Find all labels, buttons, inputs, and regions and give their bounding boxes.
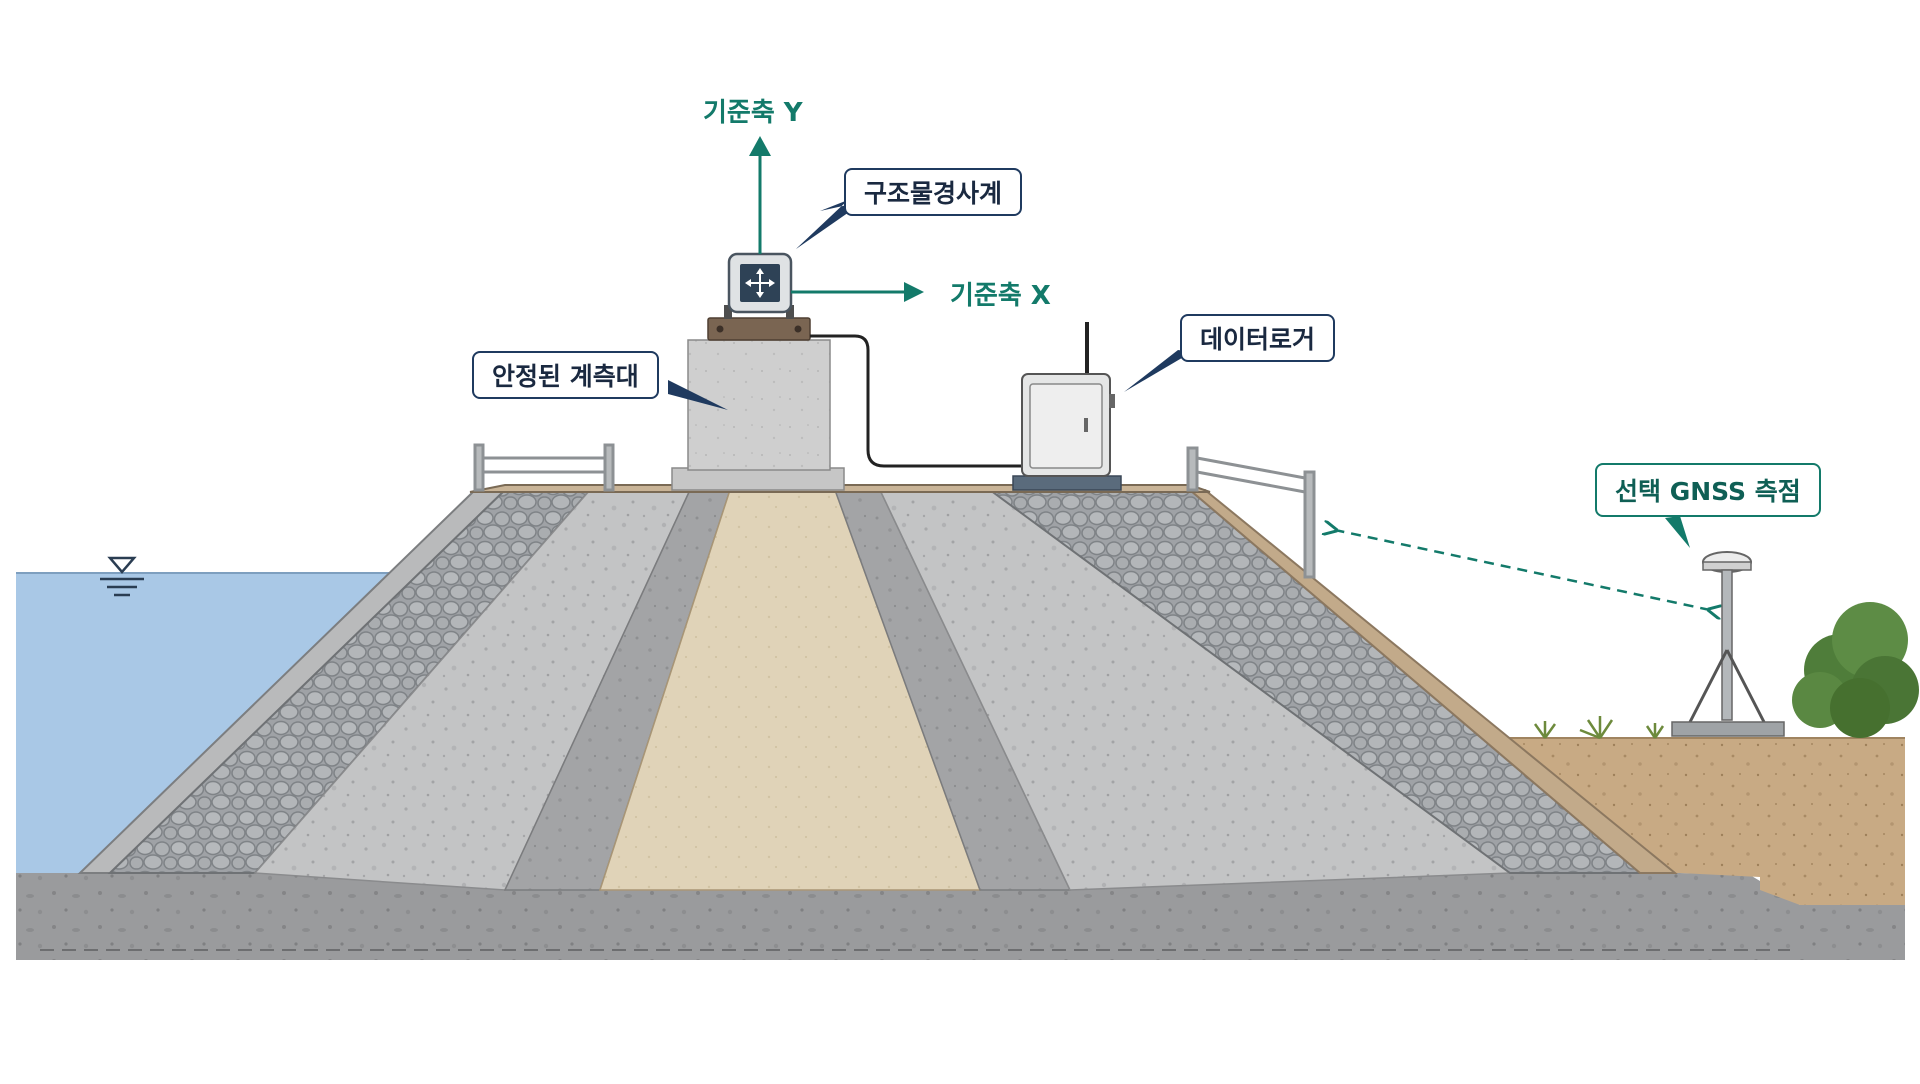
foundation-layer (16, 873, 1905, 960)
datalogger-callout: 데이터로거 (1180, 314, 1336, 362)
shrub (1792, 602, 1919, 738)
upstream-guardrail (473, 443, 615, 492)
mount-plate (707, 317, 811, 341)
stable-pier-callout: 안정된 계측대 (472, 351, 659, 399)
axis-x-label: 기준축 X (950, 281, 1051, 311)
gnss-station (1671, 551, 1785, 737)
datalogger-box (1012, 322, 1122, 491)
gnss-callout: 선택 GNSS 측점 (1595, 463, 1821, 517)
inclinometer-callout: 구조물경사계 (844, 168, 1023, 216)
pier-base (671, 467, 845, 491)
axis-y-label: 기준축 Y (703, 98, 803, 128)
gnss-callout-tail (1665, 516, 1690, 548)
signal-cable (810, 334, 1030, 468)
move-arrows-icon (745, 268, 775, 298)
gnss-sight-line (1335, 530, 1710, 610)
downstream-guardrail (1186, 446, 1316, 579)
datalogger-callout-tail (1124, 350, 1192, 392)
water-level-icon (100, 556, 144, 597)
grass-tufts (1533, 716, 1665, 740)
pier-callout-tail (668, 380, 728, 410)
